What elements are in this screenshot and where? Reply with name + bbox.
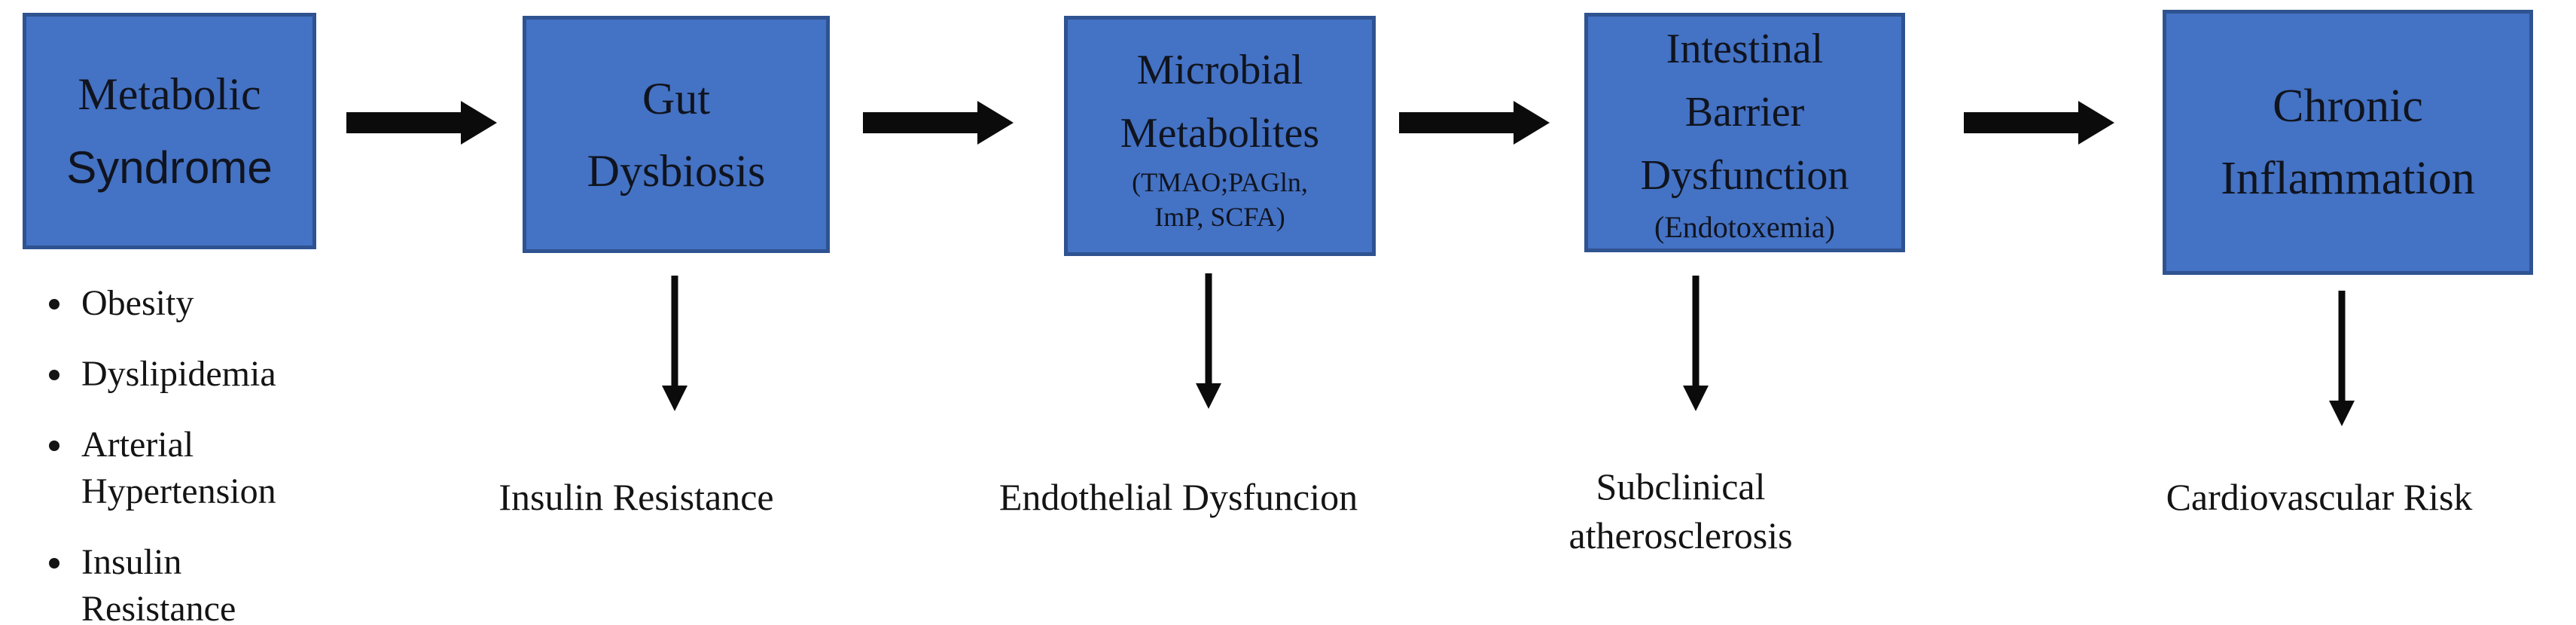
outcome-label-subclinical-atherosclerosis: Subclinical atherosclerosis [1447, 462, 1914, 560]
outcome-line: Cardiovascular Risk [2166, 476, 2473, 518]
stage-box-gut-dysbiosis: Gut Dysbiosis [523, 16, 830, 253]
stage-subtitle-line: ImP, SCFA) [1154, 201, 1285, 232]
outcome-label-insulin-resistance: Insulin Resistance [403, 473, 870, 522]
right-arrow-icon [346, 101, 497, 145]
risk-factors-list: Obesity Dyslipidemia Arterial Hypertensi… [32, 280, 312, 625]
stage-title-line: Barrier [1684, 89, 1805, 136]
right-arrow-icon [863, 101, 1014, 145]
risk-factor-item: Dyslipidemia [75, 351, 312, 398]
outcome-line: atherosclerosis [1568, 514, 1793, 556]
stage-box-microbial-metabolites: Microbial Metabolites (TMAO;PAGln, ImP, … [1064, 16, 1376, 256]
risk-factor-item: Obesity [75, 280, 312, 327]
outcome-label-endothelial-dysfunction: Endothelial Dysfuncion [945, 473, 1412, 522]
stage-title-line: Inflammation [2221, 153, 2475, 204]
stage-box-chronic-inflammation: Chronic Inflammation [2163, 10, 2533, 275]
outcome-line: Endothelial Dysfuncion [998, 476, 1358, 518]
outcome-label-cardiovascular-risk: Cardiovascular Risk [2086, 473, 2553, 522]
stage-title-line: Gut [642, 73, 710, 123]
down-arrow-icon [1193, 273, 1224, 409]
risk-factor-item: Insulin Resistance [75, 539, 312, 625]
stage-subtitle-line: (Endotoxemia) [1654, 210, 1835, 244]
stage-title-line: Metabolites [1120, 109, 1320, 157]
stage-title-line: Syndrome [66, 142, 273, 193]
stage-subtitle-line: (TMAO;PAGln, [1132, 166, 1308, 197]
down-arrow-icon [660, 276, 690, 411]
risk-factor-item: Arterial Hypertension [75, 422, 312, 515]
stage-title-line: Intestinal [1666, 26, 1824, 72]
stage-title-line: Metabolic [78, 69, 261, 119]
stage-title-line: Microbial [1136, 46, 1303, 93]
stage-title-line: Dysfunction [1640, 152, 1849, 199]
outcome-line: Subclinical [1596, 465, 1766, 508]
stage-box-intestinal-barrier-dysfunction: Intestinal Barrier Dysfunction (Endotoxe… [1584, 13, 1905, 252]
outcome-line: Insulin Resistance [498, 476, 774, 518]
right-arrow-icon [1964, 101, 2114, 145]
down-arrow-icon [2327, 291, 2357, 426]
right-arrow-icon [1399, 101, 1550, 145]
down-arrow-icon [1681, 276, 1711, 411]
stage-title-line: Dysbiosis [587, 145, 766, 196]
stage-box-metabolic-syndrome: Metabolic Syndrome [23, 13, 316, 249]
stage-title-line: Chronic [2273, 81, 2423, 132]
